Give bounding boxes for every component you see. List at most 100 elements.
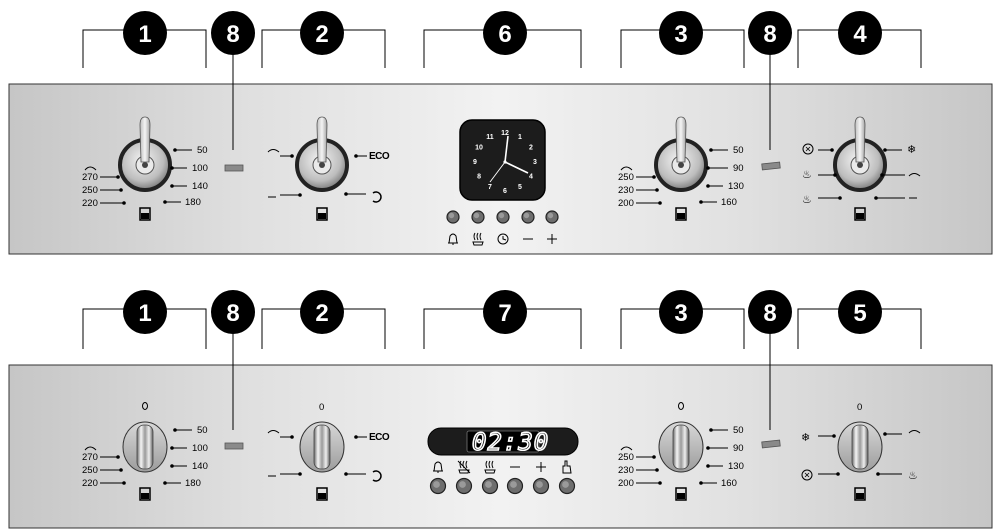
dial-tick-dot	[163, 481, 167, 485]
button-highlight	[485, 481, 492, 488]
oven-icon	[854, 207, 866, 221]
dial-tick-dot	[354, 154, 358, 158]
clock-button-row	[446, 210, 559, 246]
callout-number: 8	[226, 21, 239, 48]
button-highlight	[510, 481, 517, 488]
oven-icon	[854, 487, 866, 501]
knob-grip[interactable]	[136, 424, 154, 470]
hand-icon	[562, 460, 572, 474]
fan-icon	[372, 470, 382, 482]
dial-mark-160: 160	[721, 197, 737, 208]
callout-number: 7	[498, 300, 511, 327]
dial-mark-220: 220	[82, 198, 98, 209]
dial-tick-dot	[883, 432, 887, 436]
clock-hub	[503, 160, 507, 164]
callout-badge-2	[300, 290, 344, 334]
fan-grill-icon: ♨	[802, 168, 812, 181]
top-heat-icon	[908, 173, 921, 177]
knob-grip[interactable]	[851, 424, 869, 470]
dial-mark-160: 160	[721, 478, 737, 489]
dial-mark-180: 180	[185, 197, 201, 208]
indicator-light-bottom-right	[761, 439, 781, 449]
dial-tick-dot	[706, 464, 710, 468]
dial-tick-dot	[699, 481, 703, 485]
clock-numeral: 8	[477, 174, 481, 181]
dial-tick-dot	[880, 173, 884, 177]
knob-grip[interactable]	[672, 424, 690, 470]
dial-mark-90: 90	[733, 163, 744, 174]
dial-mark-100: 100	[192, 443, 208, 454]
callout-number: 8	[763, 300, 776, 327]
dial-handle[interactable]	[854, 116, 866, 163]
clock-icon	[502, 236, 507, 241]
callout-number: 8	[226, 300, 239, 327]
dial-handle[interactable]	[316, 116, 328, 163]
oven-temperature-dial-top: 50 100 140 180 270 250 220	[82, 116, 208, 221]
callout-number: 5	[853, 300, 866, 327]
dial-mark-250: 250	[82, 465, 98, 476]
bell-icon	[433, 461, 443, 473]
bell-icon	[448, 233, 458, 245]
fan-grill-icon: ♨	[908, 469, 918, 482]
oven-temperature-dial-top-right: 50 90 130 160 250 230 200	[618, 116, 744, 221]
dial-tick-dot	[298, 472, 302, 476]
callout-badge-1	[123, 11, 167, 55]
dial-handle[interactable]	[139, 116, 151, 163]
dial-tick-dot	[298, 193, 302, 197]
dial-mark-230: 230	[618, 185, 634, 196]
callout-badge-8	[748, 290, 792, 334]
dial-tick-dot	[655, 188, 659, 192]
dial-tick-dot	[122, 481, 126, 485]
eco-label: ECO	[369, 432, 390, 443]
callout-number: 3	[674, 21, 687, 48]
dial-mark-140: 140	[192, 461, 208, 472]
knob-grip[interactable]	[313, 424, 331, 470]
dial-tick-dot	[344, 192, 348, 196]
dial-tick-dot	[119, 468, 123, 472]
dial-mark-100: 100	[192, 163, 208, 174]
dial-tick-dot	[833, 173, 837, 177]
callout-number: 1	[138, 300, 151, 327]
dial-tick-dot	[658, 481, 662, 485]
dial-tick-dot	[173, 428, 177, 432]
dial-tick-dot	[832, 434, 836, 438]
dial-hub	[857, 162, 863, 168]
dial-tick-dot	[699, 200, 703, 204]
dial-tick-dot	[706, 184, 710, 188]
clock-numeral: 2	[529, 145, 533, 152]
clock-numeral: 9	[473, 159, 477, 166]
top-heat-icon	[267, 430, 280, 434]
dial-mark-50: 50	[197, 425, 208, 436]
button-highlight	[448, 212, 455, 219]
defrost-icon: ❄	[907, 143, 916, 156]
oven-icon	[139, 487, 151, 501]
callout-badge-2	[300, 11, 344, 55]
callout-badge-5	[838, 290, 882, 334]
off-mark-icon	[678, 402, 684, 410]
grill-icon	[620, 166, 633, 171]
oven-temperature-knob-bottom-right: 50 90 130 160 250 230 200	[618, 402, 744, 501]
top-heat-icon	[908, 430, 921, 434]
timer-button-row	[429, 460, 576, 495]
dial-mark-250: 250	[618, 452, 634, 463]
dial-tick-dot	[170, 446, 174, 450]
dial-tick-dot	[344, 472, 348, 476]
button-highlight	[536, 481, 543, 488]
dial-mark-270: 270	[82, 452, 98, 463]
dial-mark-50: 50	[733, 425, 744, 436]
dial-handle[interactable]	[675, 116, 687, 163]
fan-heat-icon	[801, 469, 813, 481]
dial-mark-50: 50	[197, 145, 208, 156]
oven-icon	[316, 487, 328, 501]
callout-badge-8	[211, 290, 255, 334]
clock-hour-hand	[504, 161, 529, 174]
dial-mark-200: 200	[618, 198, 634, 209]
indicator-light-top-right	[761, 161, 781, 171]
callout-number: 1	[138, 21, 151, 48]
dial-tick-dot	[655, 468, 659, 472]
callout-number: 8	[763, 21, 776, 48]
clock-numeral: 12	[501, 130, 509, 137]
fan-bottom-icon: ♨	[802, 193, 812, 206]
